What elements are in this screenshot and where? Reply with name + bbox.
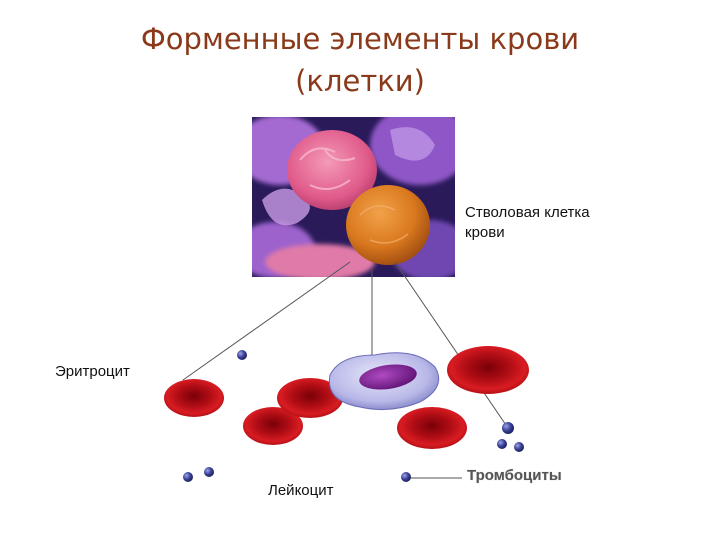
platelet-icon [183, 472, 193, 482]
platelet-icon [497, 439, 507, 449]
platelet-icon [514, 442, 524, 452]
platelet-icon [502, 422, 514, 434]
platelet-icon [237, 350, 247, 360]
red-blood-cell-icon [397, 407, 467, 449]
leukocyte-label: Лейкоцит [268, 482, 334, 499]
platelet-icon [401, 472, 411, 482]
leukocyte [328, 352, 440, 411]
leukocyte-nucleus [359, 364, 417, 390]
platelet-icon [204, 467, 214, 477]
connector-lines [182, 261, 509, 479]
stem-cell-micrograph [252, 117, 455, 277]
erythrocytes [164, 346, 529, 449]
platelets [183, 350, 524, 482]
title-line-1: Форменные элементы крови [140, 22, 580, 56]
erythrocyte-label: Эритроцит [55, 363, 130, 380]
red-blood-cell-icon [447, 346, 529, 394]
red-blood-cell-icon [164, 379, 224, 417]
title-line-2: (клетки) [295, 64, 425, 98]
page-title: Форменные элементы крови (клетки) [0, 18, 720, 102]
red-blood-cell-icon [243, 407, 303, 445]
red-blood-cell-icon [277, 378, 343, 418]
stem-cell-label: Стволовая клетка крови [465, 204, 590, 241]
platelets-label: Тромбоциты [467, 467, 562, 484]
stem-cell [346, 185, 430, 265]
